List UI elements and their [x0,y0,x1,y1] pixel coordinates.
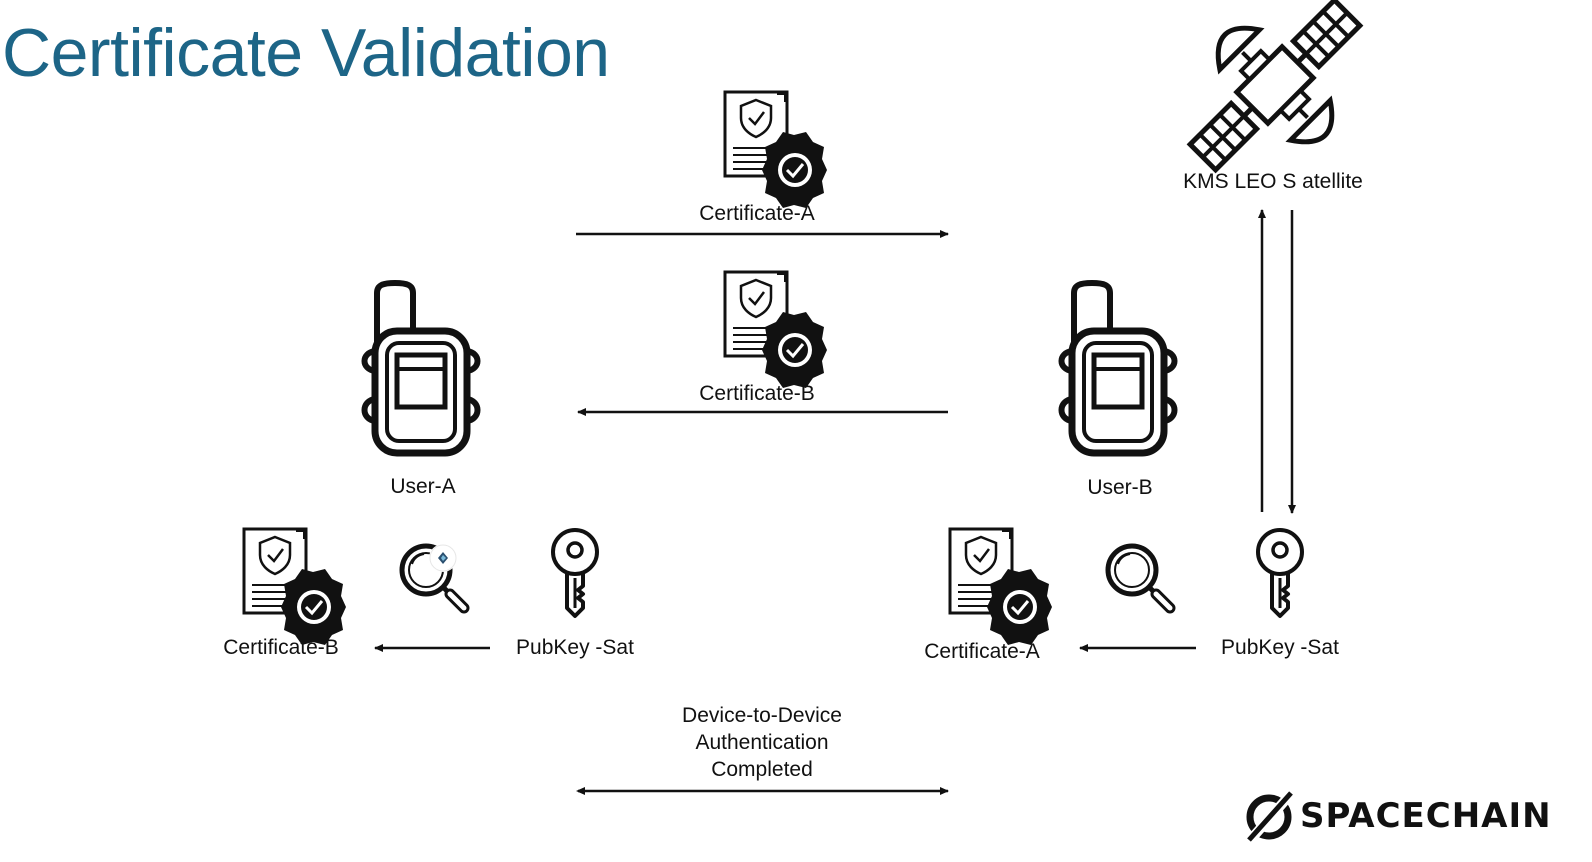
page-title: Certificate Validation [2,15,610,91]
user-b-label: User-B [1087,476,1153,499]
authentication-line-3: Completed [711,758,813,781]
certificate-a-top-label: Certificate-A [699,202,815,225]
authentication-line-1: Device-to-Device [682,704,842,727]
satellite-icon [1186,0,1364,174]
authentication-line-2: Authentication [695,731,829,754]
user-a-label: User-A [390,475,456,498]
magnifier-right-icon [1108,546,1170,608]
pubkey-sat-right-label: PubKey -Sat [1221,636,1339,659]
certificate-b-top-icon [723,270,829,390]
certificate-a-bottom-label: Certificate-A [924,640,1040,663]
certificate-b-bottom-label: Certificate-B [223,636,339,659]
certificate-b-bottom-icon [242,527,348,647]
satellite-label: KMS LEO S atellite [1183,170,1363,193]
user-b-radio-icon [1062,283,1175,453]
spacechain-logo-icon [1246,791,1293,842]
gem-icon [429,544,457,572]
pubkey-sat-left-label: PubKey -Sat [516,636,634,659]
spacechain-logo-text: SPACECHAIN [1300,796,1552,836]
key-right-icon [1256,528,1304,618]
user-a-radio-icon [365,283,478,453]
certificate-a-bottom-icon [948,527,1054,647]
authentication-label: Device-to-Device Authentication Complete… [682,702,842,783]
key-left-icon [551,528,599,618]
certificate-a-top-icon [723,90,829,210]
certificate-b-top-label: Certificate-B [699,382,815,405]
